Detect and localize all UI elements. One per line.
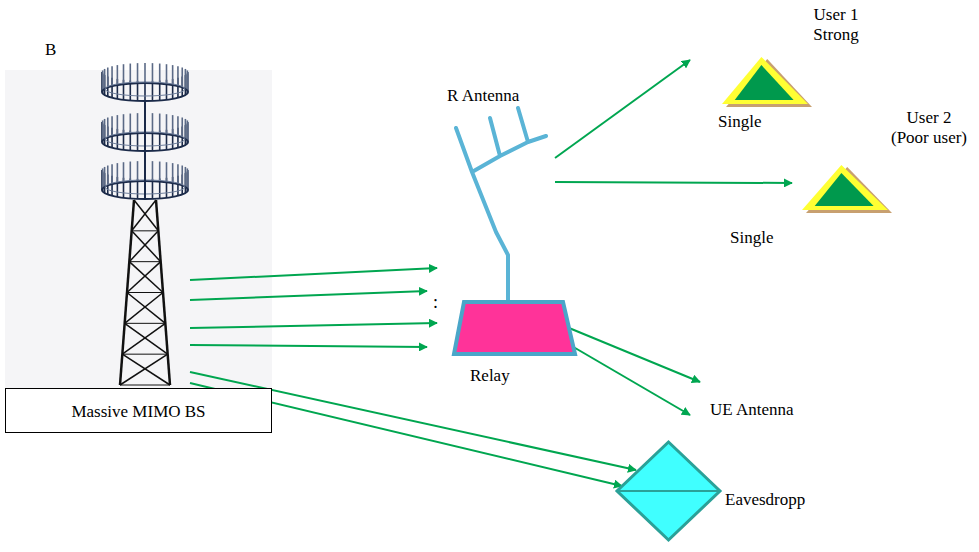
station-ground [5, 70, 272, 388]
signal-arrow [570, 345, 690, 415]
node-label: Eavesdropp [725, 490, 805, 510]
signal-arrow [555, 60, 690, 158]
antenna-label: UE Antenna [710, 400, 794, 420]
user-terminal: User 2 (Poor user)Single [800, 163, 892, 213]
continuation-dots: : [433, 292, 438, 312]
node-sublabel: Single [730, 228, 773, 248]
signal-arrow [190, 345, 427, 347]
antenna-label: R Antenna [447, 86, 519, 106]
signal-arrow [190, 323, 437, 328]
signal-arrow [190, 268, 437, 280]
node-sublabel: Single [718, 112, 761, 132]
node-label: User 2 (Poor user) [886, 108, 972, 148]
relay-antenna [456, 108, 546, 300]
user-terminal: User 1 StrongSingle [720, 55, 812, 107]
signal-arrow [190, 291, 427, 300]
eavesdropper-node: Eavesdropp [615, 440, 722, 542]
station-label: B [45, 40, 56, 60]
relay-node: Relay [452, 300, 577, 356]
tri-outline [720, 55, 812, 107]
node-label: User 1 Strong [800, 5, 872, 45]
node-label: Massive MIMO BS [6, 389, 271, 434]
base-station-box: Massive MIMO BS [5, 388, 272, 433]
diamond-outline [615, 440, 722, 542]
trap-outline [452, 300, 577, 356]
tri-outline [800, 163, 892, 213]
node-label: Relay [470, 366, 510, 386]
signal-arrow [555, 182, 792, 183]
antenna-tower [102, 63, 188, 385]
